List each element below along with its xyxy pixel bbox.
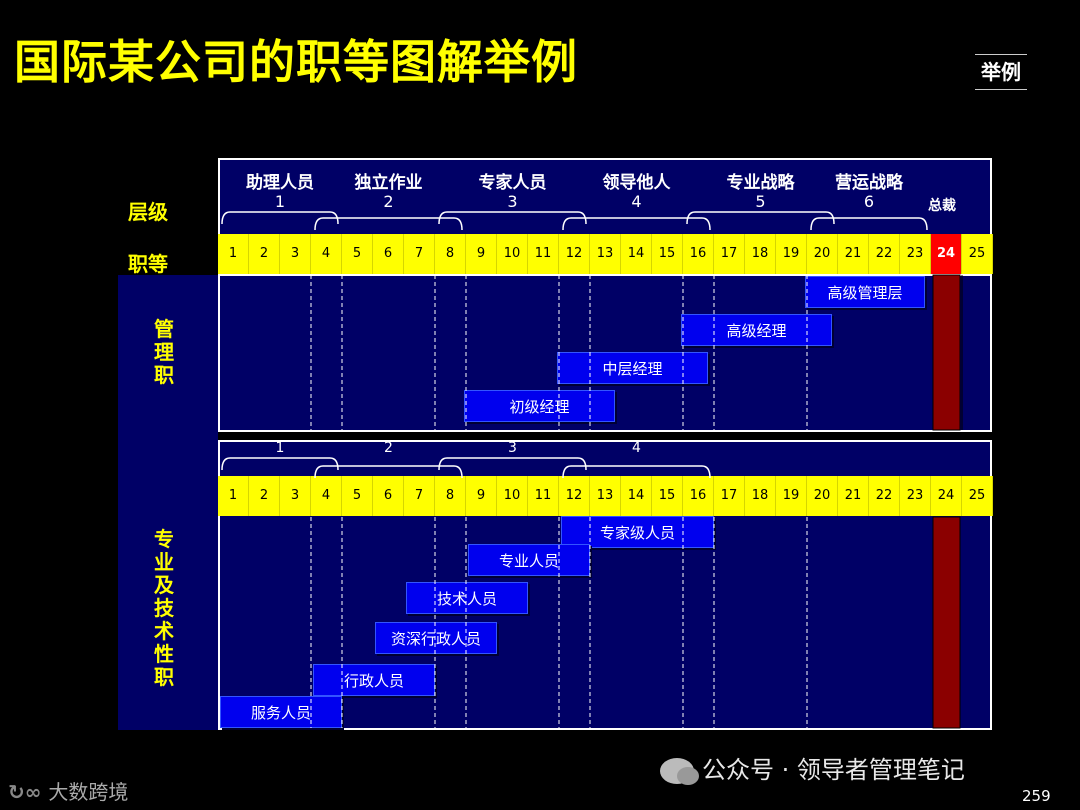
grade-cell-bottom: 8 bbox=[435, 476, 466, 516]
grade-cell-bottom: 24 bbox=[931, 476, 962, 516]
grade-cell-bottom: 19 bbox=[776, 476, 807, 516]
grade-cell-top: 10 bbox=[497, 234, 528, 274]
professional-level-bracket bbox=[562, 465, 711, 479]
professional-level-bracket bbox=[221, 457, 339, 471]
example-tag: 举例 bbox=[975, 54, 1027, 90]
page-number: 259 bbox=[1022, 787, 1051, 805]
grade-cell-top: 13 bbox=[590, 234, 621, 274]
grade-cell-bottom: 23 bbox=[900, 476, 931, 516]
page-title: 国际某公司的职等图解举例 bbox=[14, 35, 578, 89]
professional-track-label: 专业及技术性职 bbox=[154, 527, 174, 689]
grade-cell-top: 14 bbox=[621, 234, 652, 274]
grade-cell-bottom: 1 bbox=[218, 476, 249, 516]
level-number: 2 bbox=[383, 192, 394, 211]
level-name: 助理人员 bbox=[246, 173, 314, 193]
level-bracket bbox=[562, 217, 711, 231]
grade-cell-bottom: 21 bbox=[838, 476, 869, 516]
grade-cell-top: 12 bbox=[559, 234, 590, 274]
logo-text: 大数跨境 bbox=[48, 780, 129, 804]
professional-bar: 资深行政人员 bbox=[375, 622, 497, 654]
management-bar: 中层经理 bbox=[557, 352, 708, 384]
grade-cell-top: 19 bbox=[776, 234, 807, 274]
grade-cell-top: 20 bbox=[807, 234, 838, 274]
grade-cell-bottom: 4 bbox=[311, 476, 342, 516]
grade-cell-bottom: 18 bbox=[745, 476, 776, 516]
level-name: 领导他人 bbox=[602, 173, 671, 193]
grade-cell-top: 25 bbox=[962, 234, 993, 274]
grade-cell-top: 24 bbox=[931, 234, 962, 274]
grade-cell-bottom: 12 bbox=[559, 476, 590, 516]
management-track-label: 管理职 bbox=[154, 317, 174, 387]
grade-cell-bottom: 10 bbox=[497, 476, 528, 516]
level-number: 3 bbox=[507, 192, 518, 211]
grade-cell-bottom: 9 bbox=[466, 476, 497, 516]
grade-cell-top: 5 bbox=[342, 234, 373, 274]
grade-cell-top: 17 bbox=[714, 234, 745, 274]
logo-mark: ↻∞ bbox=[8, 780, 49, 804]
ceo-column-management bbox=[932, 274, 961, 431]
grade-cell-bottom: 5 bbox=[342, 476, 373, 516]
level-number: 5 bbox=[755, 192, 766, 211]
grade-cell-bottom: 25 bbox=[962, 476, 993, 516]
grade-row-label: 职等 bbox=[128, 252, 168, 276]
grade-cell-top: 18 bbox=[745, 234, 776, 274]
grade-cell-bottom: 11 bbox=[528, 476, 559, 516]
level-name: 独立作业 bbox=[354, 173, 423, 193]
grade-cell-top: 21 bbox=[838, 234, 869, 274]
grade-cell-bottom: 3 bbox=[280, 476, 311, 516]
grade-cell-top: 22 bbox=[869, 234, 900, 274]
grade-cell-top: 15 bbox=[652, 234, 683, 274]
grade-cell-top: 7 bbox=[404, 234, 435, 274]
grade-cell-bottom: 14 bbox=[621, 476, 652, 516]
grade-cell-top: 6 bbox=[373, 234, 404, 274]
ceo-column-professional bbox=[932, 516, 961, 729]
watermark-text: 公众号 · 领导者管理笔记 bbox=[702, 756, 965, 784]
ceo-label: 总裁 bbox=[928, 198, 956, 214]
grade-cell-top: 2 bbox=[249, 234, 280, 274]
grade-cell-top: 8 bbox=[435, 234, 466, 274]
level-name: 营运战略 bbox=[835, 173, 903, 193]
grade-cell-bottom: 15 bbox=[652, 476, 683, 516]
professional-level-number: 1 bbox=[275, 440, 285, 456]
left-label-band bbox=[118, 275, 218, 730]
grade-cell-bottom: 7 bbox=[404, 476, 435, 516]
level-bracket bbox=[810, 217, 928, 231]
professional-level-number: 3 bbox=[508, 440, 517, 456]
grade-cell-top: 1 bbox=[218, 234, 249, 274]
professional-level-bracket bbox=[314, 465, 463, 479]
grade-cell-top: 16 bbox=[683, 234, 714, 274]
level-number: 4 bbox=[631, 192, 642, 211]
professional-bar: 行政人员 bbox=[313, 664, 435, 696]
grade-cell-bottom: 22 bbox=[869, 476, 900, 516]
level-name: 专业战略 bbox=[726, 173, 795, 193]
grade-cell-bottom: 13 bbox=[590, 476, 621, 516]
grade-cell-bottom: 20 bbox=[807, 476, 838, 516]
grade-cell-bottom: 6 bbox=[373, 476, 404, 516]
grade-cell-bottom: 16 bbox=[683, 476, 714, 516]
level-number: 6 bbox=[863, 192, 875, 211]
level-number: 1 bbox=[274, 192, 286, 211]
professional-level-number: 2 bbox=[384, 440, 393, 456]
grade-cell-top: 23 bbox=[900, 234, 931, 274]
level-row-label: 层级 bbox=[128, 200, 168, 224]
grade-cell-top: 3 bbox=[280, 234, 311, 274]
watermark: 公众号 · 领导者管理笔记 bbox=[660, 750, 965, 785]
logo: ↻∞ 大数跨境 bbox=[8, 776, 128, 805]
professional-bar: 技术人员 bbox=[406, 582, 528, 614]
professional-level-number: 4 bbox=[632, 440, 641, 456]
grade-cell-top: 11 bbox=[528, 234, 559, 274]
wechat-icon bbox=[660, 758, 699, 785]
level-name: 专家人员 bbox=[478, 173, 547, 193]
level-bracket bbox=[314, 217, 463, 231]
professional-bar: 服务人员 bbox=[220, 696, 342, 728]
grade-cell-bottom: 2 bbox=[249, 476, 280, 516]
grade-cell-top: 4 bbox=[311, 234, 342, 274]
professional-bar: 专家级人员 bbox=[561, 516, 714, 548]
management-bar: 高级管理层 bbox=[805, 276, 925, 308]
grade-cell-bottom: 17 bbox=[714, 476, 745, 516]
professional-level-bracket bbox=[438, 457, 587, 471]
grade-cell-top: 9 bbox=[466, 234, 497, 274]
